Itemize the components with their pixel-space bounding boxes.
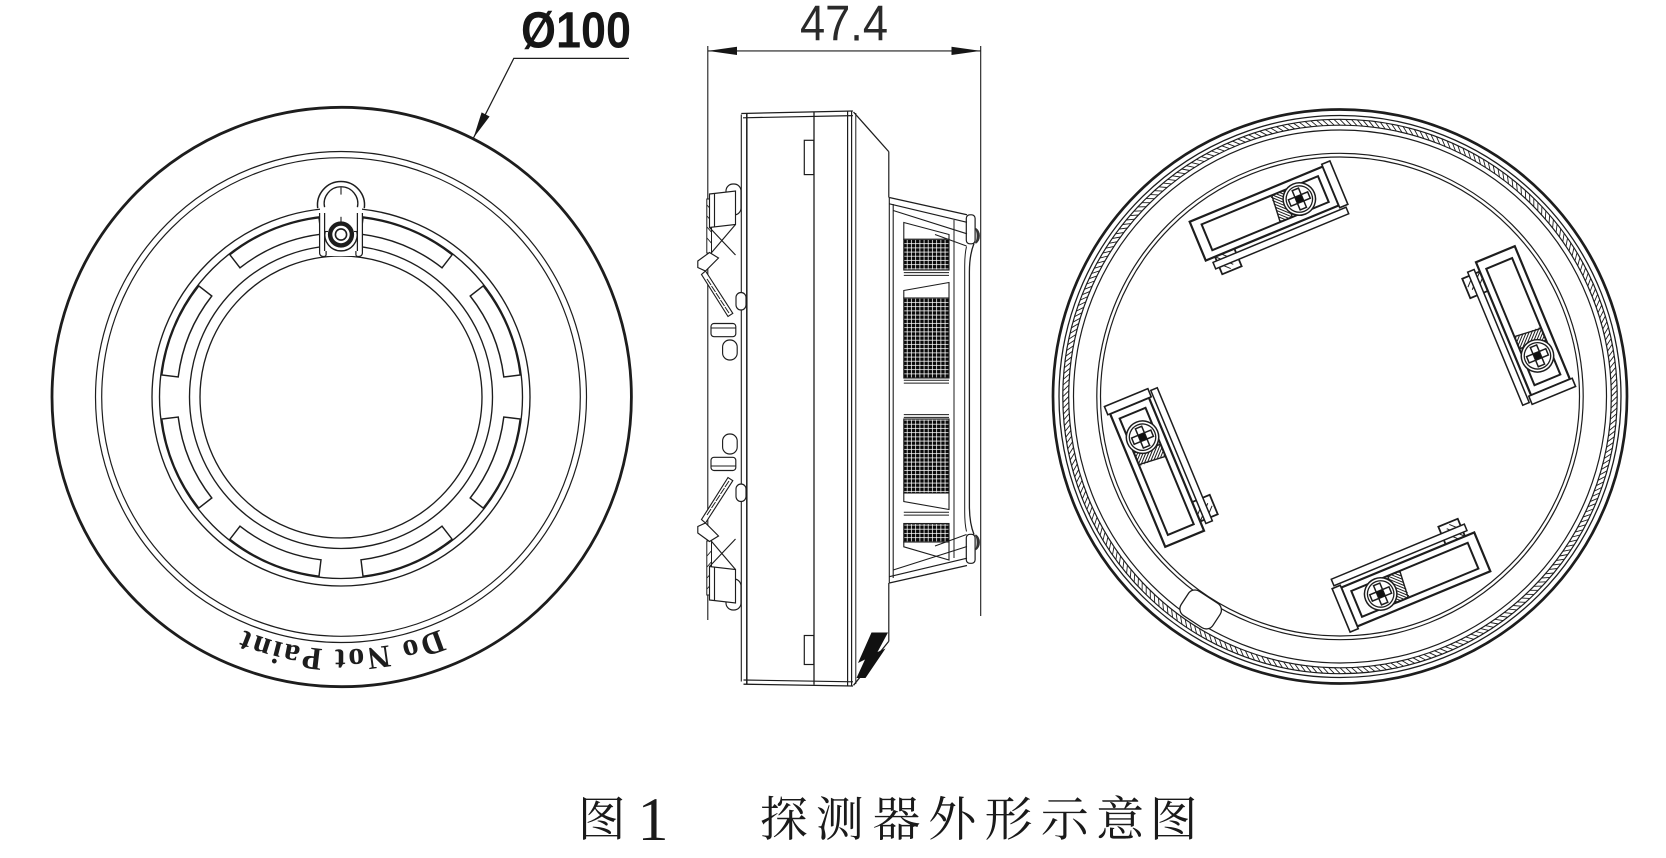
svg-text:47.4: 47.4 [800,0,888,52]
svg-text:Ø100: Ø100 [521,2,631,59]
